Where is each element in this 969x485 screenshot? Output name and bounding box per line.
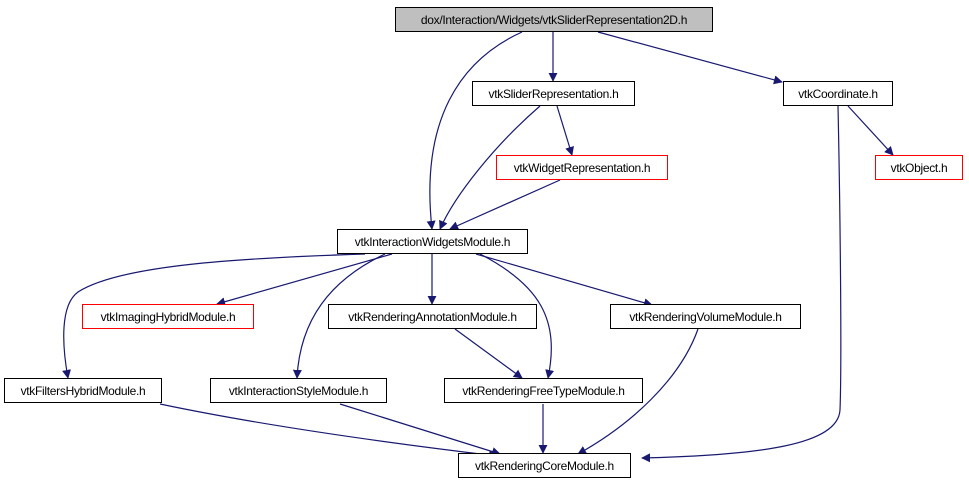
node-rendering-freetype-module[interactable]: vtkRenderingFreeTypeModule.h (444, 378, 643, 403)
node-coordinate[interactable]: vtkCoordinate.h (783, 81, 893, 106)
node-filters-hybrid-module[interactable]: vtkFiltersHybridModule.h (4, 378, 162, 403)
node-slider-representation[interactable]: vtkSliderRepresentation.h (472, 81, 635, 106)
edge-interaction-style-to-rendering-core (339, 403, 501, 456)
node-interaction-widgets-module[interactable]: vtkInteractionWidgetsModule.h (337, 229, 528, 254)
edge-root-to-coordinate (597, 31, 783, 85)
node-interaction-style-module[interactable]: vtkInteractionStyleModule.h (210, 378, 387, 403)
edge-widget-rep-to-iw-module (449, 179, 561, 230)
edge-iw-module-to-rendering-freetype (479, 253, 555, 379)
edge-slider-rep-to-widget-rep (556, 105, 574, 156)
node-object[interactable]: vtkObject.h (875, 155, 963, 180)
node-rendering-volume-module[interactable]: vtkRenderingVolumeModule.h (610, 304, 801, 329)
node-rendering-core-module[interactable]: vtkRenderingCoreModule.h (458, 453, 631, 478)
edge-coordinate-to-rendering-core (641, 105, 842, 463)
edge-filters-hybrid-to-rendering-core (159, 403, 498, 460)
edge-rendering-volume-to-rendering-core (577, 328, 699, 455)
edge-iw-module-to-rendering-volume (475, 253, 653, 308)
edge-iw-module-to-interaction-style (292, 253, 386, 379)
edge-iw-module-to-filters-hybrid (62, 253, 366, 379)
edge-iw-module-to-imaging-hybrid (216, 253, 393, 307)
edge-coordinate-to-object (847, 105, 894, 156)
node-rendering-annotation-module[interactable]: vtkRenderingAnnotationModule.h (328, 304, 537, 329)
node-root-file: dox/Interaction/Widgets/vtkSliderReprese… (395, 7, 713, 32)
node-imaging-hybrid-module[interactable]: vtkImagingHybridModule.h (82, 304, 254, 329)
edge-slider-rep-to-iw-module (439, 105, 541, 230)
node-widget-representation[interactable]: vtkWidgetRepresentation.h (496, 155, 668, 180)
edge-root-to-iw-module (426, 31, 523, 230)
edge-rendering-annotation-to-rendering-freetype (454, 328, 523, 379)
